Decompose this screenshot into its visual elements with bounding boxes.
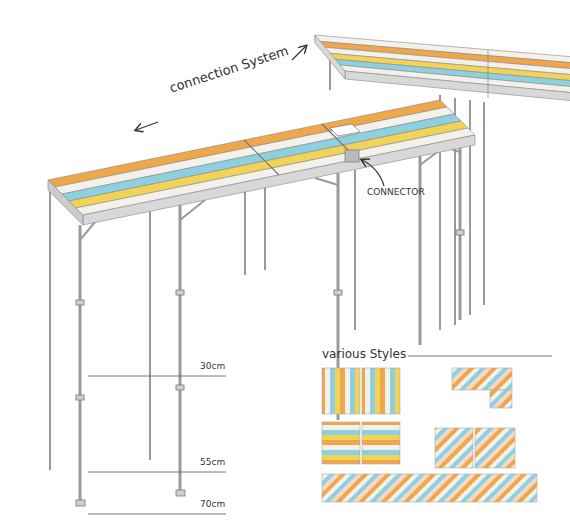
connector-label: CONNECTOR [367, 188, 425, 198]
dimension-label: 30cm [200, 362, 225, 372]
connection-label: connection System [168, 44, 291, 96]
dimension-label: 55cm [200, 458, 225, 468]
dimension-label: 70cm [200, 500, 225, 510]
section-heading: various Styles [322, 348, 406, 361]
